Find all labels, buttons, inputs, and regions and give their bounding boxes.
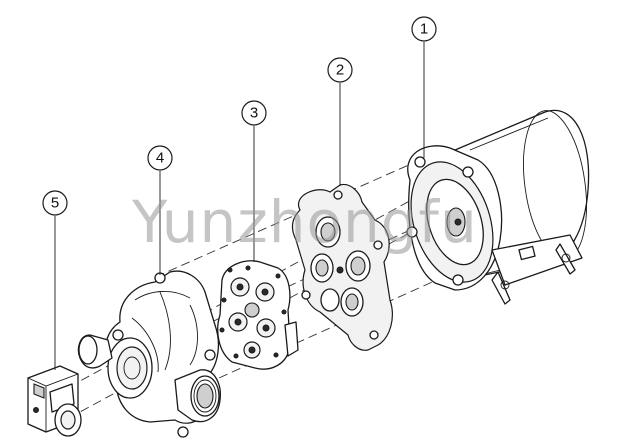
motor-part [406,109,590,305]
pressure-switch-part [27,365,82,437]
callout-number: 5 [51,195,59,212]
callout-5: 5 [42,190,68,370]
callout-circle [327,57,353,83]
pump-body-plate-part [291,183,393,351]
callout-number: 4 [156,150,164,167]
callout-1: 1 [411,16,437,158]
callout-circle [411,16,437,42]
callout-3: 3 [241,100,267,262]
callout-4: 4 [147,145,173,275]
callout-number: 1 [420,21,428,38]
callout-number: 3 [250,105,258,122]
callout-circle [147,145,173,171]
callout-2: 2 [327,57,353,186]
callout-circle [241,100,267,126]
callout-circle [42,190,68,216]
valve-assembly-part [217,260,299,370]
callout-number: 2 [336,62,344,79]
pump-head-cover-part [77,270,221,438]
